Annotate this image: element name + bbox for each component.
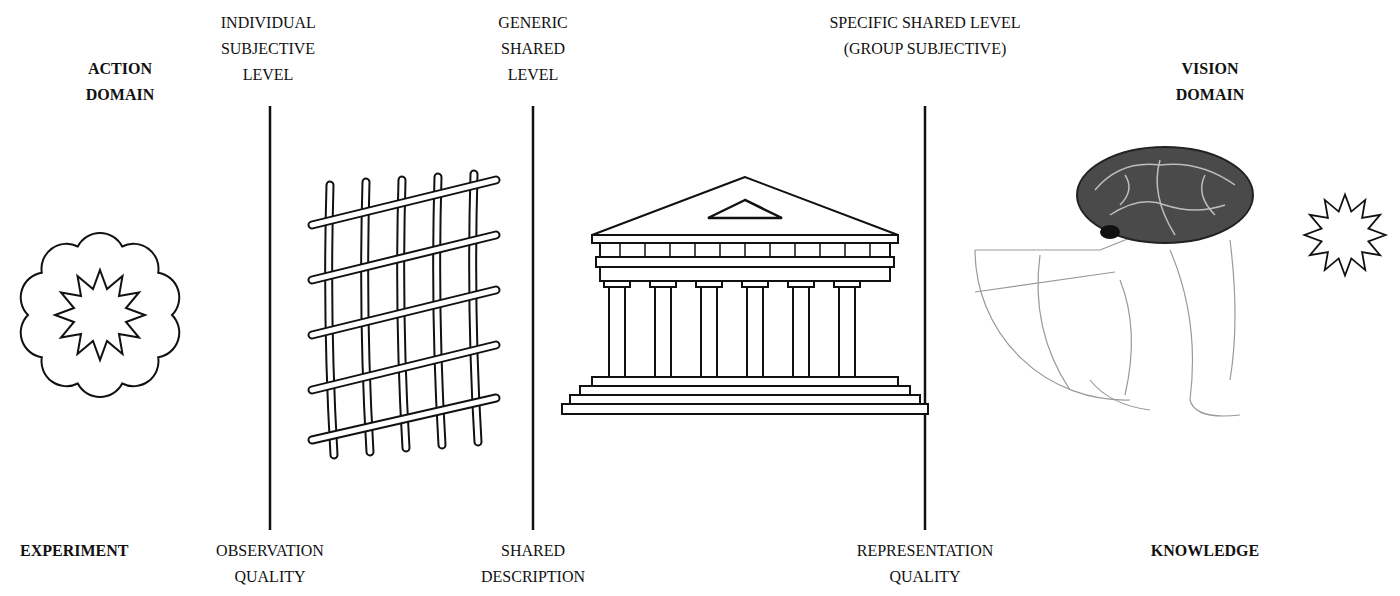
brain-eye-sketch	[975, 147, 1253, 416]
divider-line	[924, 106, 927, 530]
divider-line	[269, 106, 272, 530]
level-label: ACTION DOMAIN	[86, 56, 154, 108]
level-label: OBSERVATION QUALITY	[216, 538, 324, 590]
divider-line	[532, 106, 535, 530]
level-label: EXPERIMENT	[20, 538, 128, 564]
level-label: SPECIFIC SHARED LEVEL (GROUP SUBJECTIVE)	[820, 10, 1030, 62]
level-label: KNOWLEDGE	[1151, 538, 1259, 564]
temple-symbol	[562, 177, 928, 414]
cloud-symbol	[21, 233, 180, 397]
level-label: SHARED DESCRIPTION	[481, 538, 585, 590]
level-label: REPRESENTATION QUALITY	[857, 538, 994, 590]
star-symbol	[1305, 195, 1386, 276]
level-label: GENERIC SHARED LEVEL	[498, 10, 567, 88]
grid-symbol	[312, 174, 496, 455]
level-label: VISION DOMAIN	[1176, 56, 1244, 108]
level-label: INDIVIDUAL SUBJECTIVE LEVEL	[221, 10, 316, 88]
